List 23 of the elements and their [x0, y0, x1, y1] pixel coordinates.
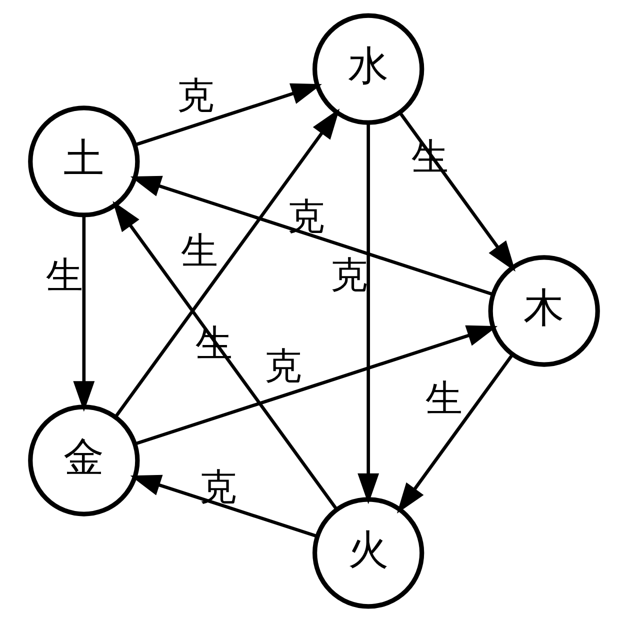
- node-circle: 土: [28, 106, 140, 218]
- edge-label: 克: [288, 194, 325, 238]
- arrow: [130, 474, 318, 538]
- edge-label: 生: [46, 254, 84, 297]
- node-circle: 金: [28, 404, 140, 516]
- edge-label: 克: [200, 465, 237, 508]
- arrow: [73, 216, 95, 412]
- arrow: [396, 354, 514, 514]
- edge-label: 克: [176, 74, 214, 117]
- arrow: [134, 325, 498, 446]
- node-circle: 水: [312, 13, 424, 125]
- arrow: [114, 108, 340, 418]
- node-circle: 木: [488, 255, 600, 367]
- arrow: [134, 83, 322, 146]
- arrow: [130, 176, 494, 296]
- edge-label: 克: [264, 344, 302, 388]
- arrow: [358, 122, 380, 504]
- edge-label: 克: [330, 254, 368, 297]
- arrow: [398, 112, 516, 272]
- arrow: [112, 201, 338, 511]
- edge-label: 生: [181, 230, 218, 273]
- edge-label: 生: [425, 377, 462, 420]
- node-circle: 火: [312, 497, 424, 609]
